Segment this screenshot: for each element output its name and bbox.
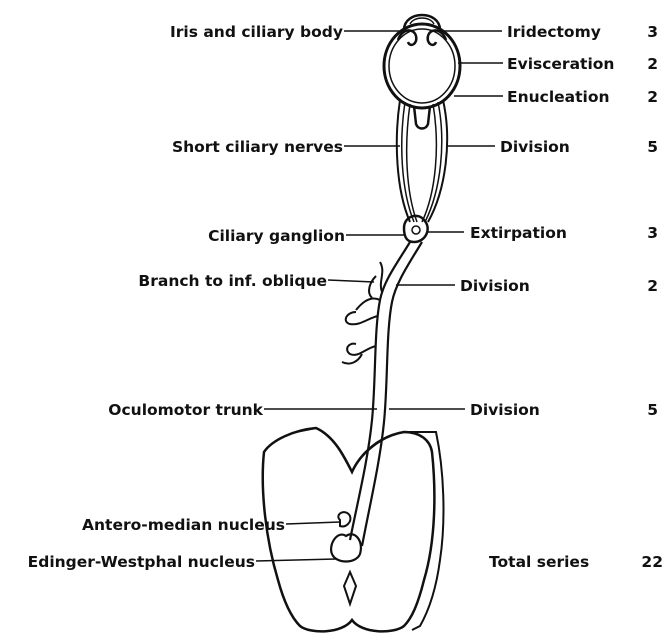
oculomotor-trunk (350, 242, 422, 546)
label-short-ciliary-nerves: Short ciliary nerves (172, 138, 343, 156)
procedure-division-trunk: Division (470, 401, 540, 419)
label-oculomotor-trunk: Oculomotor trunk (108, 401, 263, 419)
label-antero-median-nucleus: Antero-median nucleus (82, 516, 285, 534)
left-labels: Iris and ciliary body Short ciliary nerv… (28, 23, 345, 571)
procedure-evisceration: Evisceration (507, 55, 614, 73)
count-iridectomy: 3 (647, 23, 658, 41)
procedure-division-short-ciliary: Division (500, 138, 570, 156)
procedure-enucleation: Enucleation (507, 88, 610, 106)
label-iris-ciliary-body: Iris and ciliary body (170, 23, 343, 41)
label-edinger-westphal-nucleus: Edinger-Westphal nucleus (28, 553, 255, 571)
short-ciliary-nerves (397, 100, 447, 222)
procedure-iridectomy: Iridectomy (507, 23, 601, 41)
count-division-trunk: 5 (647, 401, 658, 419)
label-ciliary-ganglion: Ciliary ganglion (208, 227, 345, 245)
procedure-division-inf-oblique: Division (460, 277, 530, 295)
label-inf-oblique-branch: Branch to inf. oblique (138, 272, 327, 290)
count-enucleation: 2 (647, 88, 658, 106)
count-division-short-ciliary: 5 (647, 138, 658, 156)
left-leader-lines (256, 31, 406, 561)
eye-globe (384, 15, 460, 129)
total-series-count: 22 (641, 553, 663, 571)
count-extirpation: 3 (647, 224, 658, 242)
procedure-extirpation: Extirpation (470, 224, 567, 242)
total-series-label: Total series (489, 553, 589, 571)
counts-column: 3 2 2 5 3 2 5 22 (641, 23, 663, 571)
count-division-inf-oblique: 2 (647, 277, 658, 295)
count-evisceration: 2 (647, 55, 658, 73)
procedure-labels: Iridectomy Evisceration Enucleation Divi… (460, 23, 614, 571)
